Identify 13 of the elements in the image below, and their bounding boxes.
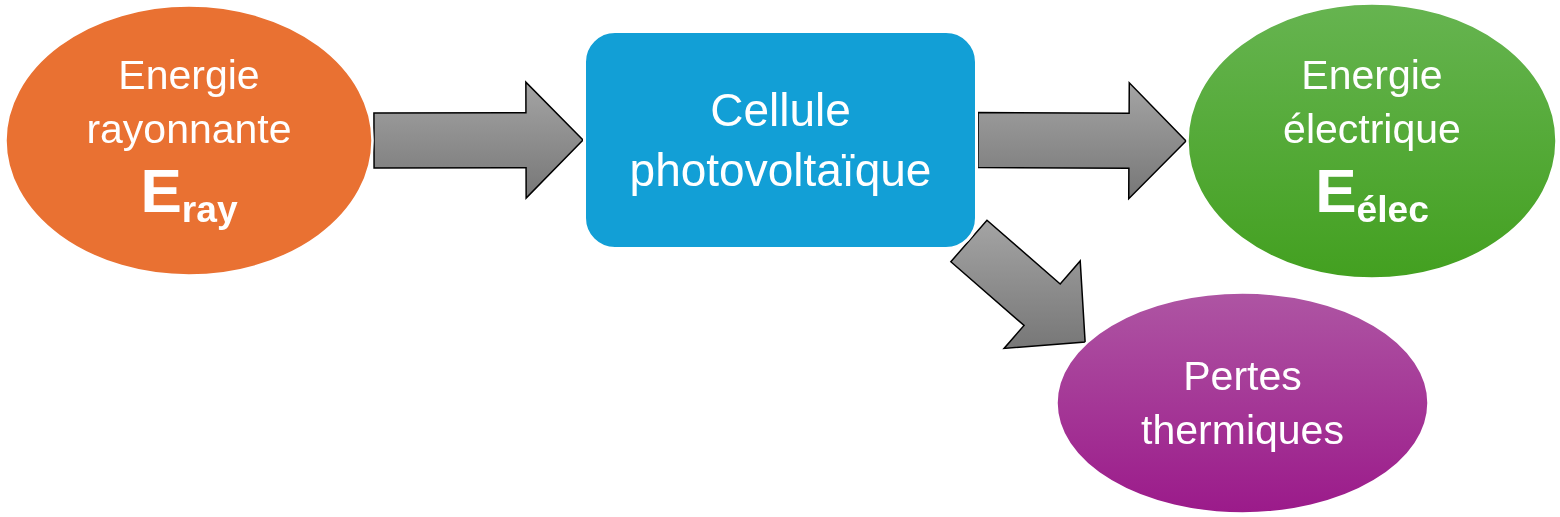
node-label: Cellule photovoltaïque — [628, 83, 933, 198]
node-label: Pertes thermiques — [1140, 352, 1345, 455]
energy-symbol: E$_{ray}$ — [140, 155, 238, 232]
node-label: Energie rayonnante — [85, 50, 293, 154]
block-arrow — [373, 80, 585, 200]
node-label: Energie électrique — [1282, 51, 1462, 154]
rounded-box — [583, 30, 978, 250]
ellipse-node — [1186, 2, 1558, 280]
ellipse-node — [1055, 291, 1430, 515]
energy-symbol: E$_{élec}$ — [1315, 156, 1429, 233]
ellipse-node — [4, 4, 374, 277]
block-arrow — [949, 219, 1086, 350]
block-arrow — [977, 80, 1188, 201]
